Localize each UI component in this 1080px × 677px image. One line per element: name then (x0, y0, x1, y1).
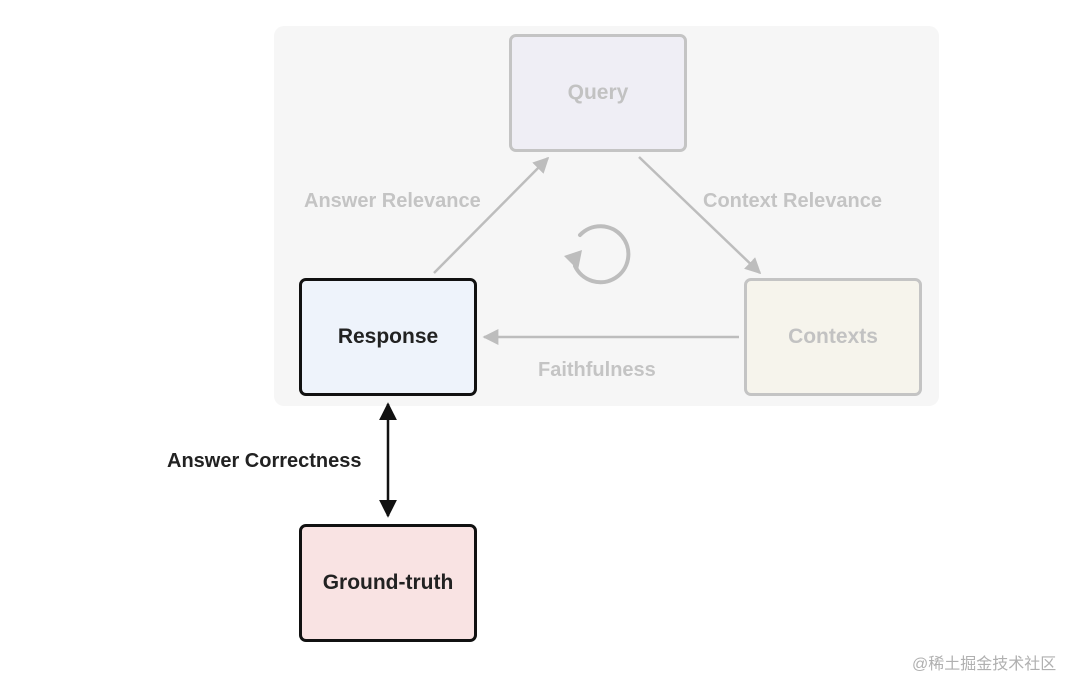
contexts-label: Contexts (788, 325, 878, 348)
context-relevance-label: Context Relevance (703, 190, 882, 212)
query-label: Query (567, 81, 629, 104)
watermark: @稀土掘金技术社区 (912, 656, 1057, 673)
response-label: Response (337, 325, 439, 348)
query-node: Query (509, 34, 687, 152)
ground-truth-label: Ground-truth (322, 571, 454, 594)
cycle-icon (564, 224, 631, 285)
response-node: Response (299, 278, 477, 396)
faithfulness-label: Faithfulness (538, 359, 656, 381)
context-relevance-arrow (638, 156, 762, 275)
answer-relevance-arrow (433, 156, 550, 274)
answer-relevance-label: Answer Relevance (304, 190, 481, 212)
ground-truth-node: Ground-truth (299, 524, 477, 642)
answer-correctness-label: Answer Correctness (167, 450, 362, 472)
contexts-node: Contexts (744, 278, 922, 396)
